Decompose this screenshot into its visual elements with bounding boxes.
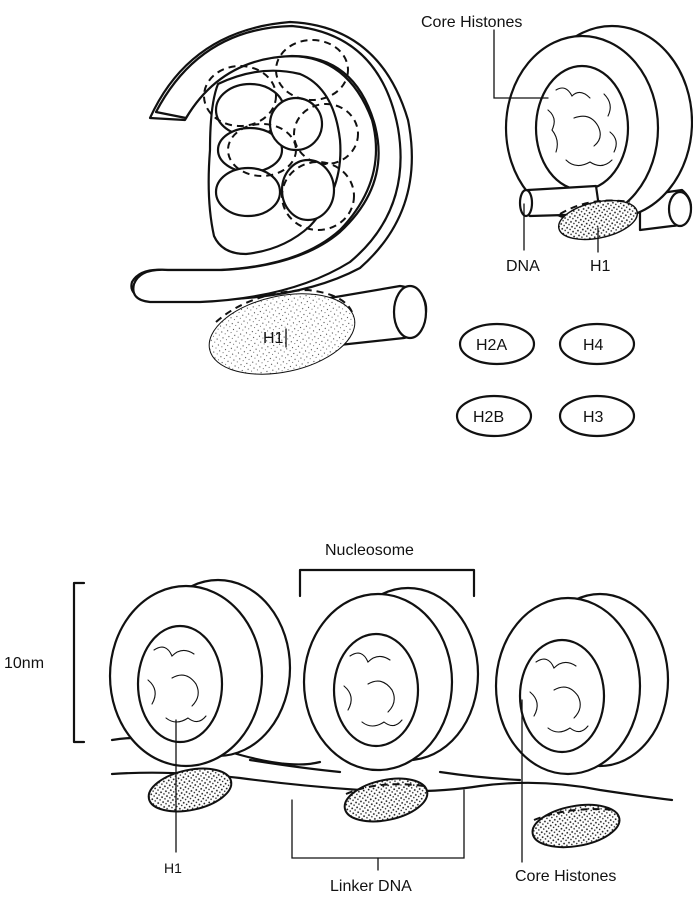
fiber-nucleosome-2 bbox=[304, 588, 478, 828]
svg-text:H2B: H2B bbox=[473, 409, 504, 426]
small-nucleosome: Core Histones DNA H1 bbox=[421, 14, 692, 275]
legend-h2b: H2B bbox=[457, 396, 531, 436]
label-dna: DNA bbox=[506, 258, 540, 275]
svg-text:H3: H3 bbox=[583, 409, 604, 426]
label-core-histones-bottom: Core Histones bbox=[515, 868, 616, 885]
scale-bar bbox=[74, 583, 84, 742]
label-nucleosome: Nucleosome bbox=[325, 542, 414, 559]
fiber-nucleosome-1 bbox=[110, 580, 290, 818]
legend-h4: H4 bbox=[560, 324, 634, 364]
chromatin-fiber: Nucleosome 10nm H1 Linker DNA Core Histo… bbox=[4, 542, 672, 895]
label-linker-dna: Linker DNA bbox=[330, 878, 412, 895]
label-h1-large: H1 bbox=[263, 330, 284, 347]
large-nucleosome: H1 bbox=[131, 22, 426, 387]
svg-text:H2A: H2A bbox=[476, 337, 507, 354]
legend-h2a: H2A bbox=[460, 324, 534, 364]
label-h1-bottom: H1 bbox=[164, 860, 182, 876]
label-core-histones-top: Core Histones bbox=[421, 14, 522, 31]
legend-h3: H3 bbox=[560, 396, 634, 436]
label-scale: 10nm bbox=[4, 655, 44, 672]
histone-legend: H2A H4 H2B H3 bbox=[457, 324, 634, 436]
svg-text:H4: H4 bbox=[583, 337, 604, 354]
label-h1-small: H1 bbox=[590, 258, 611, 275]
